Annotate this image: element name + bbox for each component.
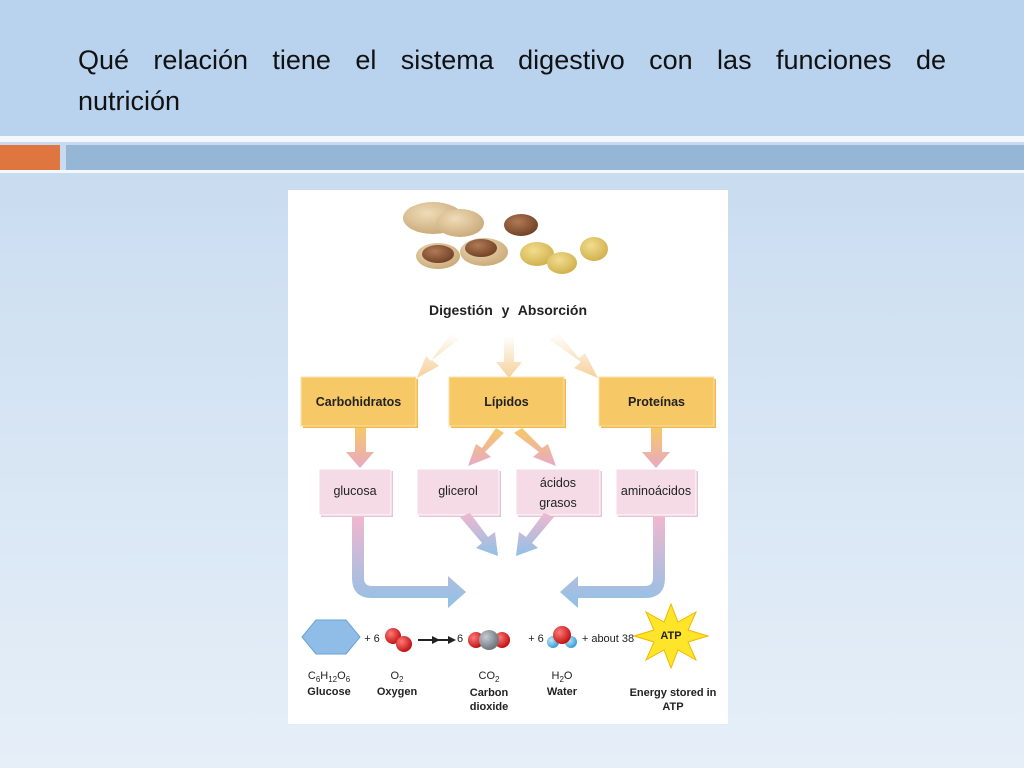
product-glucosa: glucosa [333,484,377,498]
nutrient-lipidos: Lípidos [484,395,529,409]
name-oxygen: Oxygen [376,686,418,698]
water-molecule [547,626,577,648]
hydrolysis-arrows [346,428,670,468]
name-water: Water [546,686,578,698]
coef-co2: 6 [456,633,464,645]
coef-water: + 6 [528,633,544,645]
formula-glucose: C6H12O6 [307,670,351,685]
accent-bar-blue [66,145,1024,170]
name-energy-atp: Energy stored in ATP [629,687,717,713]
formula-oxygen: O2 [390,670,404,685]
product-boxes [318,468,698,517]
product-acidos-grasos: ácidos grasos [539,476,577,510]
coef-oxygen: + 6 [364,633,380,645]
nutrient-proteinas: Proteínas [628,395,685,409]
slide-title: Qué relación tiene el sistema digestivo … [78,45,946,116]
product-aminoacidos: aminoácidos [620,484,692,498]
reaction-arrow [418,636,456,644]
absorption-arrows [352,513,665,608]
glucose-molecule [301,619,361,655]
product-glicerol: glicerol [438,484,478,498]
oxygen-molecule [385,628,412,652]
nuts-illustration [403,202,608,274]
nutrient-carbohidratos: Carbohidratos [315,395,402,409]
divider-line [0,136,1024,142]
name-glucose: Glucose [307,686,351,698]
atp-star [632,602,710,670]
atp-label: ATP [660,630,682,642]
digestion-arrows [417,333,598,378]
accent-bar-orange [0,145,60,170]
co2-molecule [468,630,510,650]
formula-water: H2O [551,670,573,685]
name-carbon-dioxide: Carbon dioxide [469,687,509,713]
divider-line-lower [0,170,1024,173]
digestion-diagram: Digestión y Absorción Carbohidratos Lípi… [288,190,728,724]
nutrient-boxes [300,376,716,428]
title-band [0,0,1024,136]
atp-prefix: + about 38 [581,633,635,645]
diagram-graphics [300,202,716,670]
formula-co2: CO2 [478,670,500,685]
diagram-heading: Digestión y Absorción [428,302,588,318]
